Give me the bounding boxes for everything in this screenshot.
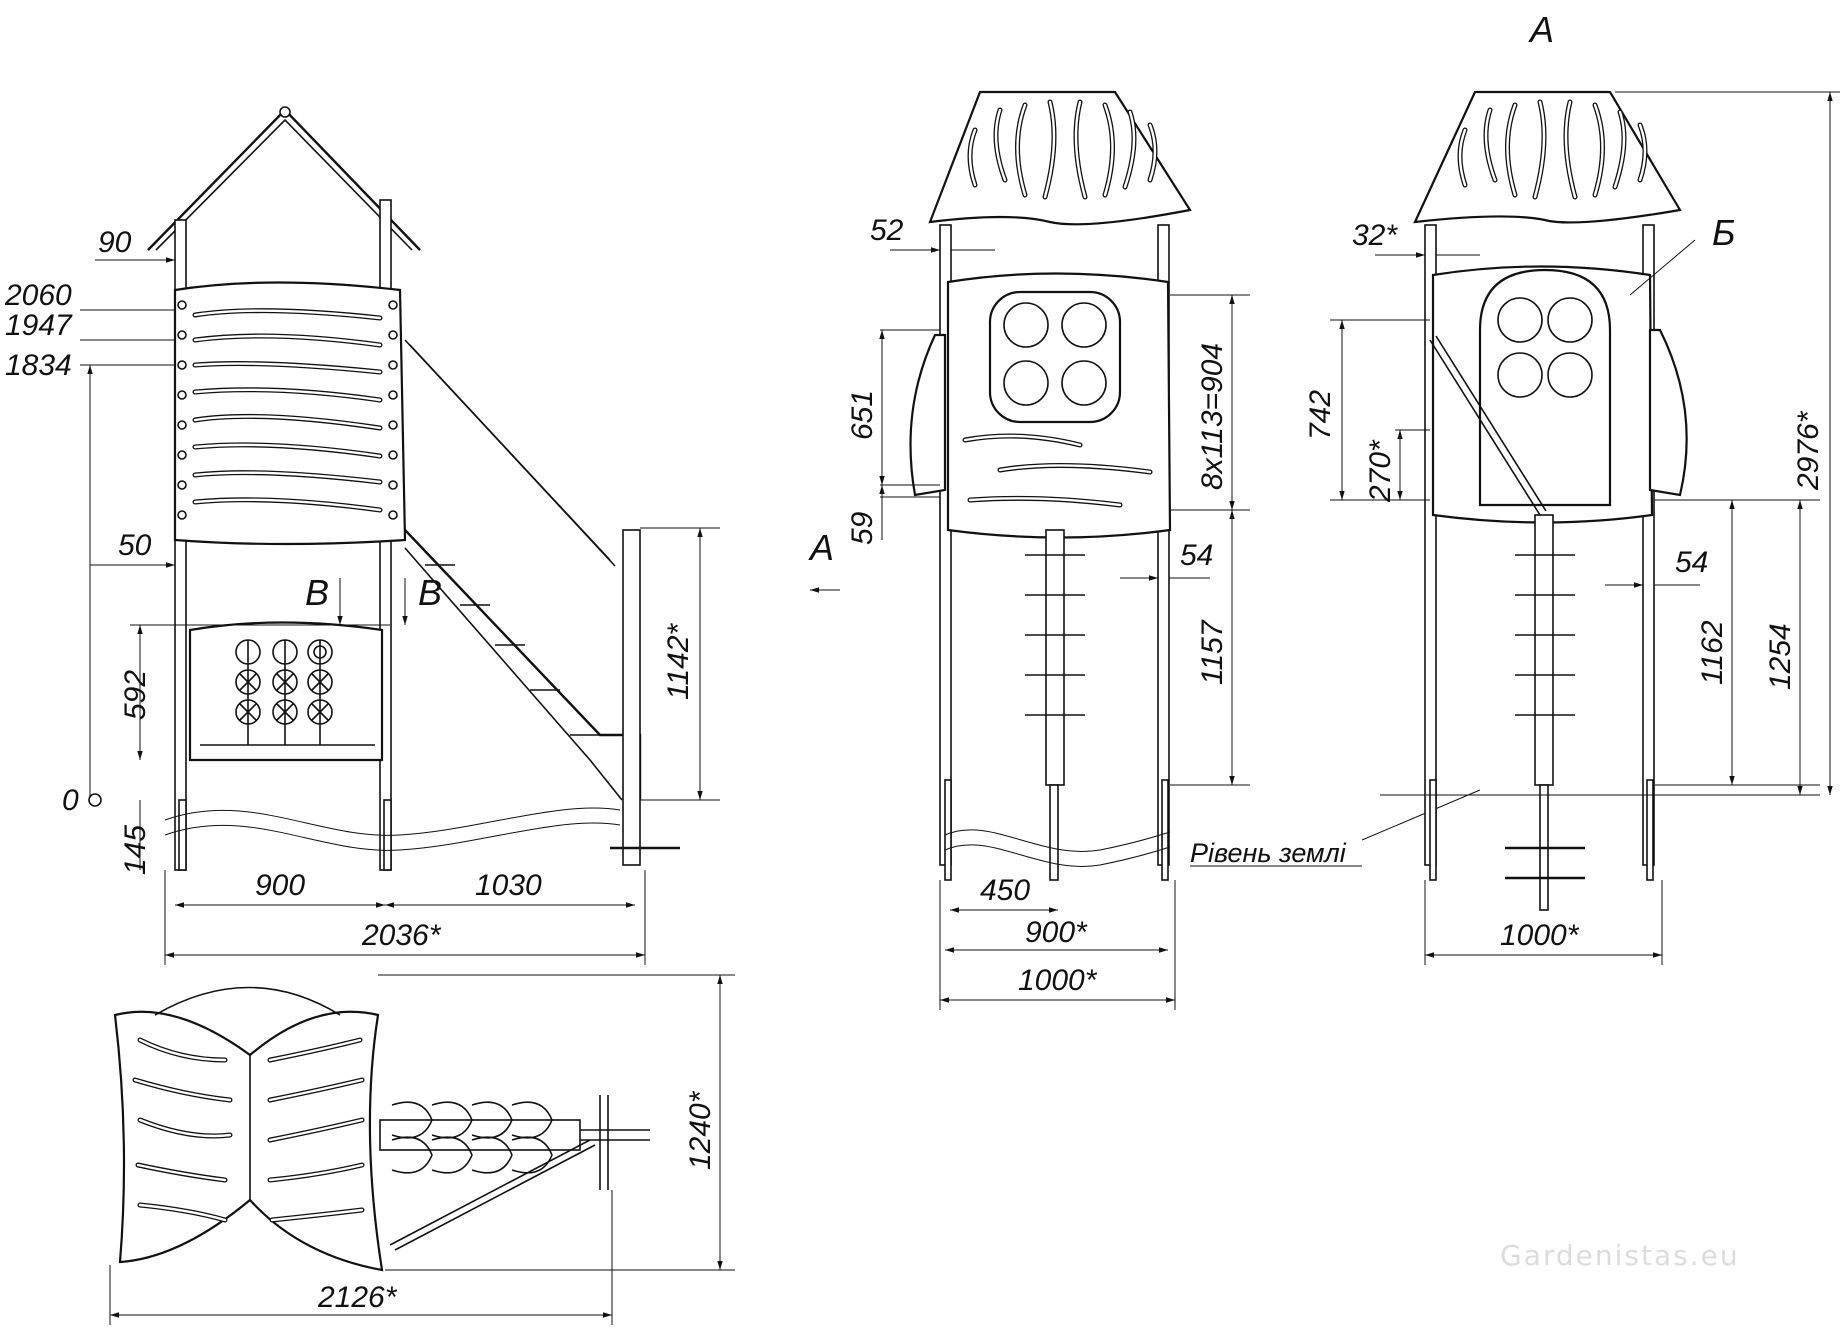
plan-view: 1240* 2126* bbox=[109, 974, 735, 1325]
dim-front-54: 54 bbox=[1180, 539, 1213, 572]
watermark: Gardenistas.eu bbox=[1500, 1239, 1740, 1272]
dim-side-0: 0 bbox=[62, 784, 79, 817]
dim-front-450: 450 bbox=[980, 874, 1030, 907]
dim-side-1142: 1142* bbox=[662, 622, 695, 700]
dim-front-651: 651 bbox=[846, 390, 879, 440]
dim-side-1947: 1947 bbox=[5, 309, 73, 342]
dim-back-54: 54 bbox=[1675, 546, 1708, 579]
front-view: 52 651 59 8x113=904 54 1157 450 900* 100… bbox=[808, 90, 1481, 1010]
dim-front-1157: 1157 bbox=[1196, 619, 1229, 685]
dim-front-59: 59 bbox=[846, 511, 879, 545]
dim-back-1254: 1254 bbox=[1764, 623, 1797, 690]
dim-back-1162: 1162 bbox=[1696, 620, 1729, 685]
dim-side-50: 50 bbox=[118, 529, 152, 562]
dim-back-1000: 1000* bbox=[1500, 919, 1580, 952]
dim-side-2036: 2036* bbox=[361, 919, 442, 952]
label-a-arrow: A bbox=[808, 527, 834, 568]
dim-side-1834: 1834 bbox=[5, 349, 72, 382]
dim-front-900: 900* bbox=[1025, 916, 1088, 949]
dim-side-90: 90 bbox=[98, 226, 132, 259]
dim-side-592: 592 bbox=[119, 670, 152, 720]
dim-plan-2126: 2126* bbox=[317, 1281, 398, 1314]
dim-back-742: 742 bbox=[1304, 390, 1337, 440]
dim-back-32: 32* bbox=[1352, 219, 1398, 252]
side-view: 90 2060 1947 1834 50 592 0 145 900 1030 … bbox=[4, 106, 720, 965]
dim-side-2060: 2060 bbox=[4, 279, 72, 312]
ground-level-label: Рівень землі bbox=[1190, 838, 1347, 868]
back-view: 32* 742 270* 54 1162 1254 2976* 1000* A … bbox=[1304, 9, 1840, 965]
dim-front-52: 52 bbox=[870, 214, 904, 247]
dim-side-145: 145 bbox=[119, 825, 152, 875]
label-b-back: Б bbox=[1712, 212, 1735, 253]
dim-front-1000: 1000* bbox=[1018, 964, 1098, 997]
label-b-side: B bbox=[305, 572, 329, 613]
dim-back-270: 270* bbox=[1364, 439, 1397, 503]
dim-plan-1240: 1240* bbox=[684, 1090, 717, 1170]
dim-side-900: 900 bbox=[255, 869, 305, 902]
dim-side-1030: 1030 bbox=[475, 869, 542, 902]
dim-back-2976: 2976* bbox=[1792, 410, 1825, 491]
label-b-side-2: B bbox=[418, 572, 442, 613]
label-a-top: A bbox=[1528, 9, 1554, 50]
dim-front-8x113: 8x113=904 bbox=[1196, 343, 1229, 490]
